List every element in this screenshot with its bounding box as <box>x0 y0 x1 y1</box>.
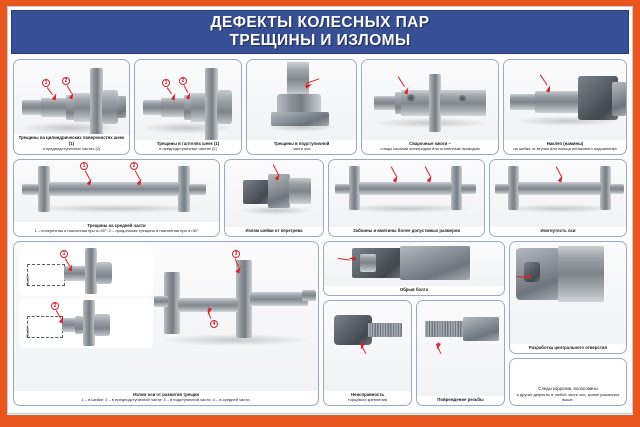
poster-inner: ДЕФЕКТЫ КОЛЕСНЫХ ПАР ТРЕЩИНЫ И ИЗЛОМЫ <box>7 6 633 414</box>
title-line-2: ТРЕЩИНЫ И ИЗЛОМЫ <box>229 32 411 49</box>
marker-1: 1 <box>162 79 170 87</box>
panel-caption: Трещины на цилиндрических поверхностях ш… <box>18 135 125 151</box>
panel-cracks-fillets[interactable]: 1 2 Трещины в галтелях шеек (1) и предпо… <box>134 59 242 155</box>
panel-art <box>362 60 498 140</box>
panel-art <box>324 301 411 391</box>
panel-axle-bend[interactable]: Изогнутость оси <box>489 159 627 237</box>
panel-cracks-cylindrical[interactable]: 1 2 Трещины на цилиндрических поверхност… <box>13 59 130 155</box>
panel-grid: 1 2 Трещины на цилиндрических поверхност… <box>8 54 632 410</box>
subpanel-journal-crack: 25х45 1 <box>19 246 153 296</box>
panel-caption: Излом оси от развития трещин 1 – в шейке… <box>81 391 251 402</box>
panel-art <box>225 160 323 227</box>
panel-art <box>504 60 626 140</box>
panel-art: 1 2 <box>14 60 129 135</box>
subpanel-prewheelseat-crack: 25х45 2 <box>19 298 153 348</box>
marker-4: 4 <box>210 320 218 328</box>
frame-top-border <box>0 0 640 6</box>
panel-thread-damage[interactable]: Повреждение резьбы <box>416 300 505 406</box>
title-line-1: ДЕФЕКТЫ КОЛЕСНЫХ ПАР <box>210 14 430 31</box>
panel-caption: Разработка центрального отверстия <box>528 344 608 350</box>
title-banner: ДЕФЕКТЫ КОЛЕСНЫХ ПАР ТРЕЩИНЫ И ИЗЛОМЫ <box>11 10 629 54</box>
marker-2: 2 <box>179 77 187 85</box>
marker-1: 1 <box>60 250 68 258</box>
marker-2: 2 <box>62 77 70 85</box>
panel-welding-burns[interactable]: Сварочные ожоги – следы касания электрод… <box>361 59 499 155</box>
panel-caption: Наклеп (намины) на шейке от втулки или к… <box>513 140 617 151</box>
panel-art <box>510 242 626 344</box>
panel-art: 1 2 <box>135 60 241 140</box>
panel-caption: Обрыв болта <box>399 286 429 292</box>
marker-3: 3 <box>232 250 240 258</box>
panel-art: 1 2 <box>14 160 219 222</box>
frame-right-border <box>633 0 640 427</box>
marker-2: 2 <box>130 162 138 170</box>
marker-2: 2 <box>51 302 59 310</box>
panel-dents-nicks[interactable]: Забоины и вмятины более допустимых разме… <box>328 159 485 237</box>
marker-1: 1 <box>42 79 50 87</box>
panel-caption: Сварочные ожоги – следы касания электрод… <box>380 140 480 151</box>
panel-caption: Трещины на средней части 1 – поперечная … <box>34 222 199 233</box>
panel-center-hole-wear[interactable]: Разработка центрального отверстия <box>509 241 627 354</box>
panel-row-1: 1 2 Трещины на цилиндрических поверхност… <box>13 59 627 155</box>
marker-1: 1 <box>80 162 88 170</box>
panel-caption: Следы коррозии, волосовины и другие дефе… <box>516 386 620 402</box>
panel-cracks-wheelseat[interactable]: Трещины в подступичной части оси <box>246 59 357 155</box>
panel-end-fastening-fault[interactable]: Неисправность торцового крепления <box>323 300 412 406</box>
panel-row-3: 25х45 1 25х45 <box>13 241 627 406</box>
panel-work-hardening[interactable]: Наклеп (намины) на шейке от втулки или к… <box>503 59 627 155</box>
panel-caption: Излом шейки от перегрева <box>245 227 303 233</box>
frame-bottom-border <box>0 415 640 427</box>
panel-bolt-breakage[interactable]: Обрыв болта <box>323 241 505 296</box>
panel-art <box>324 242 504 286</box>
panel-caption: Трещины в подступичной части оси <box>273 140 330 151</box>
panel-art <box>417 301 504 396</box>
panel-art <box>247 60 356 140</box>
panel-art <box>329 160 484 227</box>
panel-art: 25х45 1 25х45 <box>14 242 318 391</box>
panel-axle-fracture-cracks[interactable]: 25х45 1 25х45 <box>13 241 319 406</box>
panel-art <box>510 359 626 381</box>
frame-left-border <box>0 0 7 427</box>
panel-cracks-middle[interactable]: 1 2 Трещины на средней части 1 – попереч… <box>13 159 220 237</box>
panel-caption: Повреждение резьбы <box>437 396 484 402</box>
panel-journal-fracture-overheat[interactable]: Излом шейки от перегрева <box>224 159 324 237</box>
panel-caption: Забоины и вмятины более допустимых разме… <box>353 227 460 233</box>
panel-caption: Неисправность торцового крепления <box>347 391 388 402</box>
panel-corrosion-traces[interactable]: Следы коррозии, волосовины и другие дефе… <box>509 358 627 406</box>
panel-caption: Изогнутость оси <box>540 227 576 233</box>
panel-row-2: 1 2 Трещины на средней части 1 – попереч… <box>13 159 627 237</box>
panel-caption: Трещины в галтелях шеек (1) и предподсту… <box>156 140 220 151</box>
panel-art <box>490 160 626 227</box>
